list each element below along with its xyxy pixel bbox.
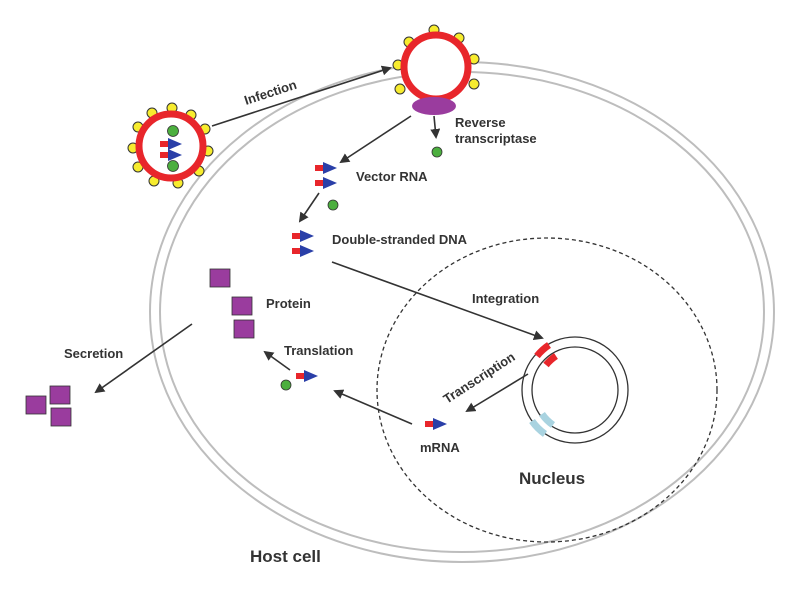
translated-rna-glyph [296,370,318,382]
nucleotide-dot [431,146,443,158]
label-double-stranded-dna: Double-stranded DNA [332,232,468,247]
attached-virus-particle [392,24,480,115]
integration-arrow [331,261,544,340]
infection-arrow [211,65,392,127]
label-translation: Translation [284,343,353,358]
vector-rna-glyphs [315,162,337,189]
label-reverse-transcriptase-2: transcriptase [455,131,537,146]
label-integration: Integration [472,291,539,306]
label-protein: Protein [266,296,311,311]
transcription-arrow [465,373,529,413]
mrna-export-arrow [333,389,413,425]
mrna-glyph [425,418,447,430]
free-virus-particle [127,102,214,189]
nucleus-envelope [376,237,718,543]
translation-arrow [263,350,291,371]
integrated-provirus-segment [534,342,559,368]
secreted-proteins [25,385,72,427]
to-vector-rna-arrow [339,115,412,164]
label-secretion: Secretion [64,346,123,361]
nucleotide-dot [280,379,292,391]
label-vector-rna: Vector RNA [356,169,428,184]
chromosome-light-segment [529,411,556,437]
reverse-transcriptase-arrow [430,115,441,139]
label-mrna: mRNA [420,440,460,455]
reverse-transcriptase-enzyme [412,97,456,115]
host-chromosome [521,336,629,444]
label-nucleus: Nucleus [519,469,585,488]
label-transcription: Transcription [440,349,517,406]
secretion-arrow [94,323,193,394]
label-reverse-transcriptase-1: Reverse [455,115,506,130]
intracellular-proteins [209,268,255,339]
nucleotide-dot [327,199,339,211]
to-dsdna-arrow [298,192,320,223]
label-host-cell: Host cell [250,547,321,566]
double-stranded-dna-glyphs [292,230,314,257]
